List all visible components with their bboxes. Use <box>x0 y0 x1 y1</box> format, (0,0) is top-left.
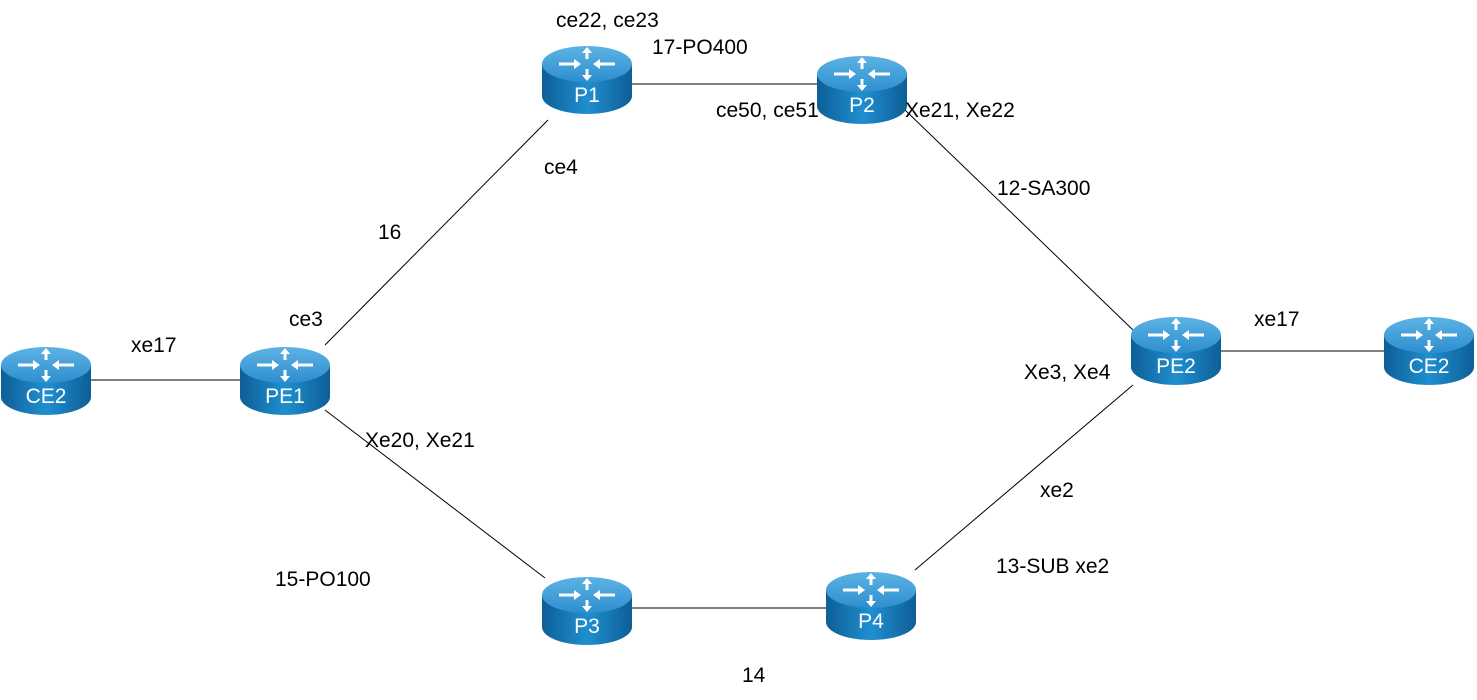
p2-ports-left-label: ce50, ce51 <box>716 99 819 122</box>
pe1-port-up-label: ce3 <box>289 308 323 331</box>
router-p2[interactable]: P2 <box>816 54 908 124</box>
router-icon <box>1 347 91 415</box>
p1-ports-label: ce22, ce23 <box>556 9 659 32</box>
links <box>90 83 1387 609</box>
router-ce2-right[interactable]: CE2 <box>1383 315 1475 385</box>
router-label: CE2 <box>1408 355 1450 378</box>
router-icon <box>1384 317 1474 385</box>
router-icon <box>1131 317 1221 385</box>
pe2-ports-label: Xe3, Xe4 <box>1024 361 1111 384</box>
router-pe2[interactable]: PE2 <box>1130 315 1222 385</box>
pe1-ports-down-label: Xe20, Xe21 <box>365 429 475 452</box>
ce2-pe1-port-label: xe17 <box>131 334 177 357</box>
router-icon <box>826 572 916 640</box>
router-label: P2 <box>849 94 875 117</box>
router-label: PE1 <box>265 385 305 408</box>
pe1-p1-link-label: 16 <box>378 221 402 244</box>
pe2-ce2-port-label: xe17 <box>1254 308 1300 331</box>
link-p4-pe2 <box>914 384 1134 571</box>
p2-ports-right-label: Xe21, Xe22 <box>905 99 1015 122</box>
router-p4[interactable]: P4 <box>825 570 917 640</box>
router-label: P3 <box>574 615 600 638</box>
router-p1[interactable]: P1 <box>541 44 633 114</box>
router-label: CE2 <box>25 385 67 408</box>
p1-port-down-label: ce4 <box>544 156 578 179</box>
router-pe1[interactable]: PE1 <box>239 345 331 415</box>
link-pe1-p1 <box>324 119 549 346</box>
router-icon <box>817 56 907 124</box>
router-icon <box>240 347 330 415</box>
p3-p4-link-label: 14 <box>742 664 766 687</box>
router-label: P1 <box>574 84 600 107</box>
p2-pe2-link-label: 12-SA300 <box>997 177 1091 200</box>
p4-pe2-link-label: 13-SUB xe2 <box>996 555 1110 578</box>
router-p3[interactable]: P3 <box>541 575 633 645</box>
link-pe1-p3 <box>324 409 546 579</box>
link-p2-pe2 <box>904 109 1134 331</box>
router-icon <box>542 46 632 114</box>
p4-port-label: xe2 <box>1040 479 1074 502</box>
router-ce2-left[interactable]: CE2 <box>0 345 92 415</box>
router-label: PE2 <box>1156 355 1196 378</box>
router-label: P4 <box>858 610 884 633</box>
router-icon <box>542 577 632 645</box>
pe1-p3-link-label: 15-PO100 <box>275 568 371 591</box>
p1-p2-link-label: 17-PO400 <box>652 36 748 59</box>
